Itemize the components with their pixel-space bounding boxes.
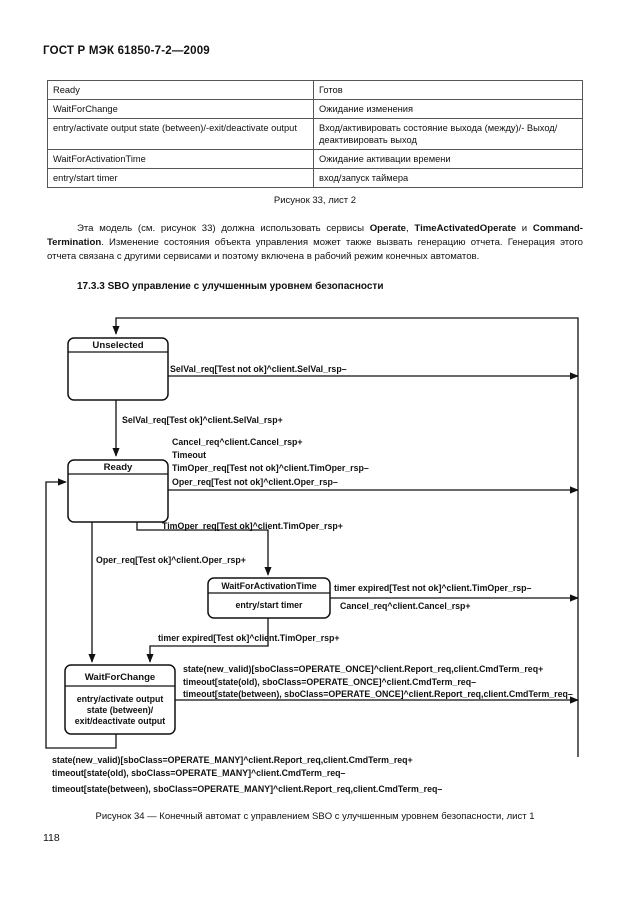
table-caption: Рисунок 33, лист 2 xyxy=(273,195,357,206)
transition-label: Oper_req[Test not ok]^client.Oper_rsp– xyxy=(172,477,338,487)
table-cell: Вход/активировать состояние выхода (межд… xyxy=(313,118,583,150)
transition-label: timer expired[Test ok]^client.TimOper_rs… xyxy=(158,633,340,643)
state-ready: Ready xyxy=(67,459,169,523)
transition-label: state(new_valid)[sboClass=OPERATE_ONCE]^… xyxy=(183,664,543,674)
table-cell: Ready xyxy=(47,80,314,100)
table-cell: WaitForChange xyxy=(47,99,314,119)
page-header: ГОСТ Р МЭК 61850-7-2—2009 xyxy=(43,45,210,57)
state-label: Unselected xyxy=(92,340,143,351)
transition-label: timeout[state(old), sboClass=OPERATE_MAN… xyxy=(52,768,346,778)
body-paragraph: Эта модель (см. рисунок 33) должна испол… xyxy=(47,222,583,264)
transition-arrow xyxy=(146,618,269,663)
state-machine-diagram: Unselected Ready WaitForActivationTime e… xyxy=(45,317,579,794)
glossary-table: Ready Готов WaitForChange Ожидание измен… xyxy=(47,80,583,188)
table-cell: Готов xyxy=(313,80,583,100)
section-heading: 17.3.3 SBO управление с улучшенным уровн… xyxy=(77,281,384,292)
transition-arrow xyxy=(136,522,272,576)
service-name: Operate xyxy=(369,223,406,234)
state-entry-action: entry/activate output xyxy=(77,694,164,704)
table-cell: entry/start timer xyxy=(47,168,314,188)
table-cell: entry/activate output state (between)/-e… xyxy=(47,118,314,150)
page-number: 118 xyxy=(43,832,60,844)
transition-label: timeout[state(between), sboClass=OPERATE… xyxy=(52,784,442,794)
transition-label: SelVal_req[Test ok]^client.SelVal_rsp+ xyxy=(122,415,283,425)
transition-label: Cancel_req^client.Cancel_rsp+ xyxy=(340,601,471,611)
state-wait-for-change: WaitForChange entry/activate output stat… xyxy=(64,664,176,735)
state-entry-action: state (between)/ xyxy=(87,705,154,715)
transition-label: SelVal_req[Test not ok]^client.SelVal_rs… xyxy=(170,364,347,374)
transition-label: Cancel_req^client.Cancel_rsp+ xyxy=(172,437,303,447)
table-row: Ready Готов xyxy=(47,80,583,100)
state-label: Ready xyxy=(104,462,133,473)
figure-caption: Рисунок 34 — Конечный автомат с управлен… xyxy=(95,811,535,822)
table-row: WaitForChange Ожидание изменения xyxy=(47,99,583,119)
transition-label: Oper_req[Test ok]^client.Oper_rsp+ xyxy=(96,555,246,565)
table-cell: Ожидание активации времени xyxy=(313,149,583,169)
state-label: WaitForChange xyxy=(85,672,156,683)
paragraph-text: Эта модель (см. рисунок 33) должна испол… xyxy=(77,223,370,234)
table-row: entry/start timer вход/запуск таймера xyxy=(47,168,583,188)
state-entry-action: entry/start timer xyxy=(236,600,304,610)
transition-label: TimOper_req[Test not ok]^client.TimOper_… xyxy=(172,463,369,473)
paragraph-text: и xyxy=(516,223,533,234)
transition-label: TimOper_req[Test ok]^client.TimOper_rsp+ xyxy=(162,521,343,531)
table-row: WaitForActivationTime Ожидание активации… xyxy=(47,149,583,169)
service-name: Command-Termination xyxy=(47,223,583,248)
service-name: TimeActivatedOperate xyxy=(414,223,517,234)
state-entry-action: exit/deactivate output xyxy=(75,716,166,726)
paragraph-text: . Изменение состояния объекта управления… xyxy=(47,237,583,262)
transition-label: timer expired[Test not ok]^client.TimOpe… xyxy=(334,583,532,593)
table-cell: WaitForActivationTime xyxy=(47,149,314,169)
table-cell: Ожидание изменения xyxy=(313,99,583,119)
transition-arrow xyxy=(45,478,117,749)
state-label: WaitForActivationTime xyxy=(221,581,316,591)
transition-label: timeout[state(old), sboClass=OPERATE_ONC… xyxy=(183,677,476,687)
transition-label: Timeout xyxy=(172,450,206,460)
transition-label: timeout[state(between), sboClass=OPERATE… xyxy=(183,689,573,699)
table-cell: вход/запуск таймера xyxy=(313,168,583,188)
return-line-top xyxy=(112,317,579,757)
table-row: entry/activate output state (between)/-e… xyxy=(47,118,583,150)
state-unselected: Unselected xyxy=(67,337,169,401)
transition-label: state(new_valid)[sboClass=OPERATE_MANY]^… xyxy=(52,755,413,765)
paragraph-text: , xyxy=(405,223,415,234)
state-wait-for-activation-time: WaitForActivationTime entry/start timer xyxy=(207,577,331,619)
